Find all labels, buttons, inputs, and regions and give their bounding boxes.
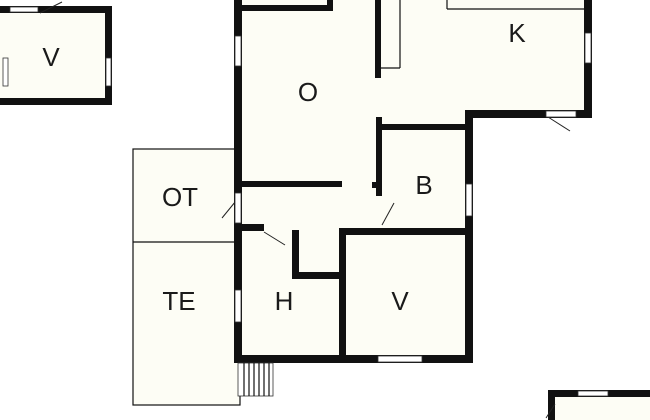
room-label-terrace: TE [162,286,195,316]
window-bedroom-south [377,355,423,363]
window-kitchen-east [584,32,592,64]
terrace-structure [132,148,241,406]
wall-hall-north [240,224,264,231]
annex-floor [0,6,112,105]
window-kitchen-south [545,110,577,118]
annex-wall-top [0,6,112,13]
annex-wall-bottom [0,98,112,105]
annex-window-right [105,57,112,87]
wall-bath-west-upper [376,117,382,183]
wall-bedroom-west [339,228,346,362]
window-living-west [234,35,242,67]
wall-hall-closet-west [292,230,299,278]
wall-top-stub-post [327,0,333,11]
room-label-annex: V [42,42,60,72]
annex-wall-right [105,6,112,105]
corner-building [545,390,650,420]
wall-living-south [242,181,342,187]
wall-bath-west-post [372,182,382,188]
annex-door-leaf [39,1,63,14]
wall-west [234,0,242,362]
main-house-floor [234,0,590,362]
wall-south [234,355,473,363]
window-bath-east [465,183,473,217]
wall-south-kitchen [465,110,592,118]
room-label-kitchen: K [508,18,526,48]
annex-window-top [9,6,39,13]
corner-wall-left [548,390,555,420]
wall-bath-west-lower [376,188,382,196]
wall-bedroom-north [341,228,473,235]
annex-building [0,1,112,105]
entrance-steps [237,362,274,397]
annex-window-left [2,57,9,87]
wall-top-stub-left [242,5,332,11]
bath-door-leaf [381,202,395,226]
terrace-floor [133,149,240,405]
wall-bath-north [376,124,472,130]
wall-living-kitchen [375,0,381,78]
corner-door-leaf [545,403,556,419]
wall-hall-closet-south [292,272,342,279]
wall-east-lower [465,110,473,362]
hall-door-leaf [263,231,286,246]
room-label-bathroom: B [415,170,432,200]
corner-window-top [577,390,609,397]
room-label-hall: H [275,286,294,316]
room-label-utility: OT [162,182,198,212]
kitchen-door-leaf [547,116,571,132]
window-h-west [234,289,242,323]
window-hall-west [234,192,242,224]
room-label-living: O [298,77,318,107]
steps-outline [237,362,274,397]
main-house [234,0,592,397]
room-label-bedroom: V [391,286,409,316]
